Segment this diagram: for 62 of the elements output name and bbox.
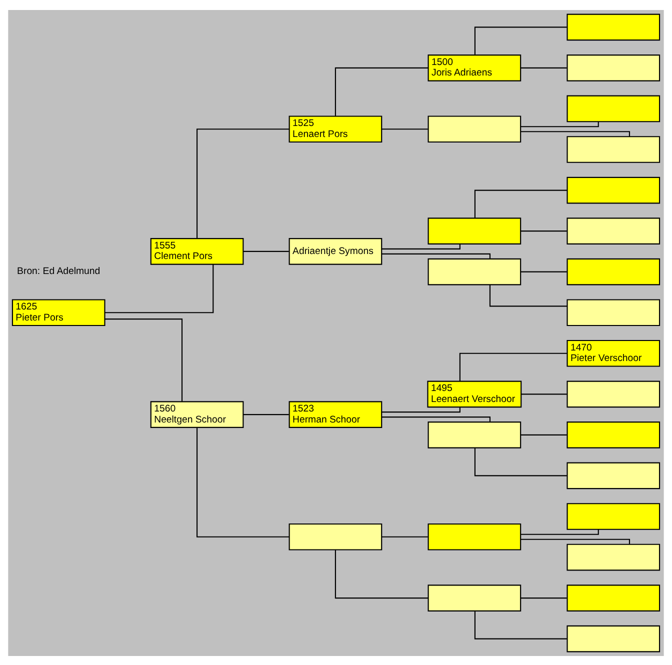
node-box: 1500 Joris Adriaens: [428, 54, 522, 81]
connector: [520, 434, 567, 435]
connector: [474, 189, 567, 218]
node-box: [288, 522, 382, 550]
connector: [196, 427, 289, 537]
node-box: [566, 298, 660, 326]
connector: [520, 597, 567, 598]
label: Bron: Ed Adelmund: [17, 266, 100, 277]
node-box: [566, 13, 660, 40]
node-box: [428, 584, 522, 611]
connector: [382, 252, 491, 258]
node-box: [566, 380, 660, 408]
node-box: [428, 115, 522, 142]
connector: [382, 536, 428, 537]
node-box: [566, 258, 660, 285]
connector: [334, 66, 428, 116]
node-box: [566, 543, 660, 570]
node-box: Adriaentje Symons: [288, 238, 382, 264]
connector: [459, 352, 567, 381]
connector: [196, 128, 289, 238]
connector: [382, 406, 460, 412]
node-box: 1525 Lenaert Pors: [288, 115, 382, 142]
node-box: [566, 94, 660, 122]
node-box: [566, 584, 660, 611]
node-box: [566, 136, 660, 162]
connector: [520, 130, 630, 136]
connector: [382, 128, 428, 130]
node-box: 1495 Leenaert Verschoor: [427, 380, 522, 408]
connector: [104, 264, 214, 313]
node-box: [566, 624, 660, 652]
node-box: 1523 Herman Schoor: [288, 400, 382, 428]
connector: [520, 121, 599, 127]
node-box: 1470 Pieter Verschoor: [566, 339, 660, 366]
connector: [244, 250, 289, 252]
node-box: [428, 522, 522, 550]
node-box: 1625 Pieter Pors: [12, 298, 106, 326]
connector: [382, 416, 491, 422]
connector: [244, 414, 289, 415]
node-box: [428, 217, 522, 244]
connector: [382, 244, 460, 249]
node-box: [428, 258, 522, 285]
node-box: [566, 421, 660, 448]
node-box: [566, 502, 660, 530]
node-box: [566, 462, 660, 489]
connector: [520, 529, 599, 534]
connector: [520, 230, 567, 232]
connector: [520, 66, 567, 68]
connector: [489, 284, 568, 306]
connector: [334, 549, 428, 598]
connector: [474, 610, 567, 639]
connector: [104, 318, 183, 402]
connector: [474, 26, 567, 55]
connector: [521, 393, 567, 394]
connector: [520, 538, 630, 544]
node-box: 1560 Neeltgen Schoor: [150, 400, 244, 428]
node-box: [566, 176, 660, 204]
node-box: [566, 54, 660, 81]
node-box: [566, 217, 660, 244]
connector: [520, 270, 567, 272]
node-box: 1555 Clement Pors: [150, 238, 244, 264]
connector: [474, 447, 567, 476]
node-box: [428, 421, 522, 448]
